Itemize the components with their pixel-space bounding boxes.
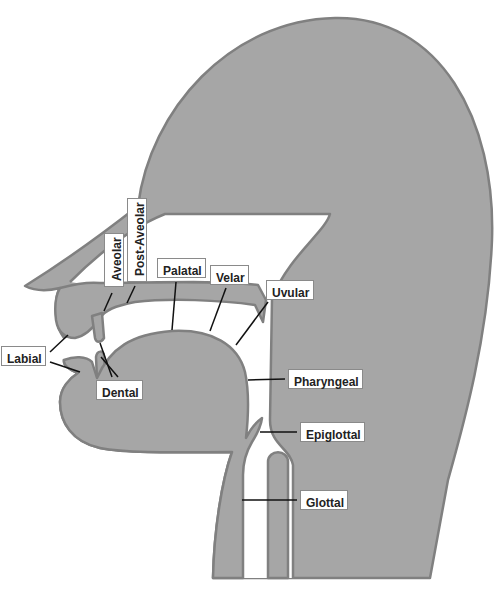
label-text: Epiglottal <box>306 428 361 443</box>
label-text: Pharyngeal <box>294 375 359 390</box>
articulation-label: Aveolar <box>104 233 124 287</box>
articulation-label: Post-Aveolar <box>127 198 147 282</box>
leader-line <box>100 343 112 377</box>
label-text: Labial <box>7 352 42 367</box>
leader-line <box>248 379 285 380</box>
label-text: Dental <box>102 386 139 401</box>
leader-line <box>50 335 68 352</box>
articulation-label: Glottal <box>300 490 348 510</box>
label-text: Velar <box>216 271 245 286</box>
upper-tooth <box>92 313 104 342</box>
leader-line <box>242 499 297 501</box>
articulation-label: Palatal <box>157 258 206 278</box>
leader-line <box>210 288 226 331</box>
articulation-label: Epiglottal <box>300 422 365 442</box>
articulation-label: Labial <box>1 346 46 366</box>
leader-line <box>101 357 118 377</box>
tongue-lower-jaw <box>60 331 262 578</box>
label-text: Palatal <box>163 264 202 279</box>
palate-upper-lip <box>55 282 266 338</box>
leader-line <box>104 293 112 311</box>
articulation-label: Velar <box>210 265 249 285</box>
label-text: Aveolar <box>110 237 125 281</box>
articulation-label: Dental <box>96 380 143 400</box>
head-silhouette <box>25 18 492 578</box>
leader-line <box>236 302 268 345</box>
articulation-label: Pharyngeal <box>288 369 363 389</box>
trachea-wall <box>268 452 288 578</box>
leader-line <box>260 431 297 433</box>
label-text: Glottal <box>306 496 344 511</box>
vocal-tract-cavity <box>55 214 330 578</box>
articulation-label: Uvular <box>266 280 314 300</box>
leader-line <box>50 362 80 372</box>
label-text: Post-Aveolar <box>133 202 148 276</box>
leader-line <box>127 286 135 303</box>
label-text: Uvular <box>272 286 309 301</box>
leader-line <box>172 282 176 330</box>
